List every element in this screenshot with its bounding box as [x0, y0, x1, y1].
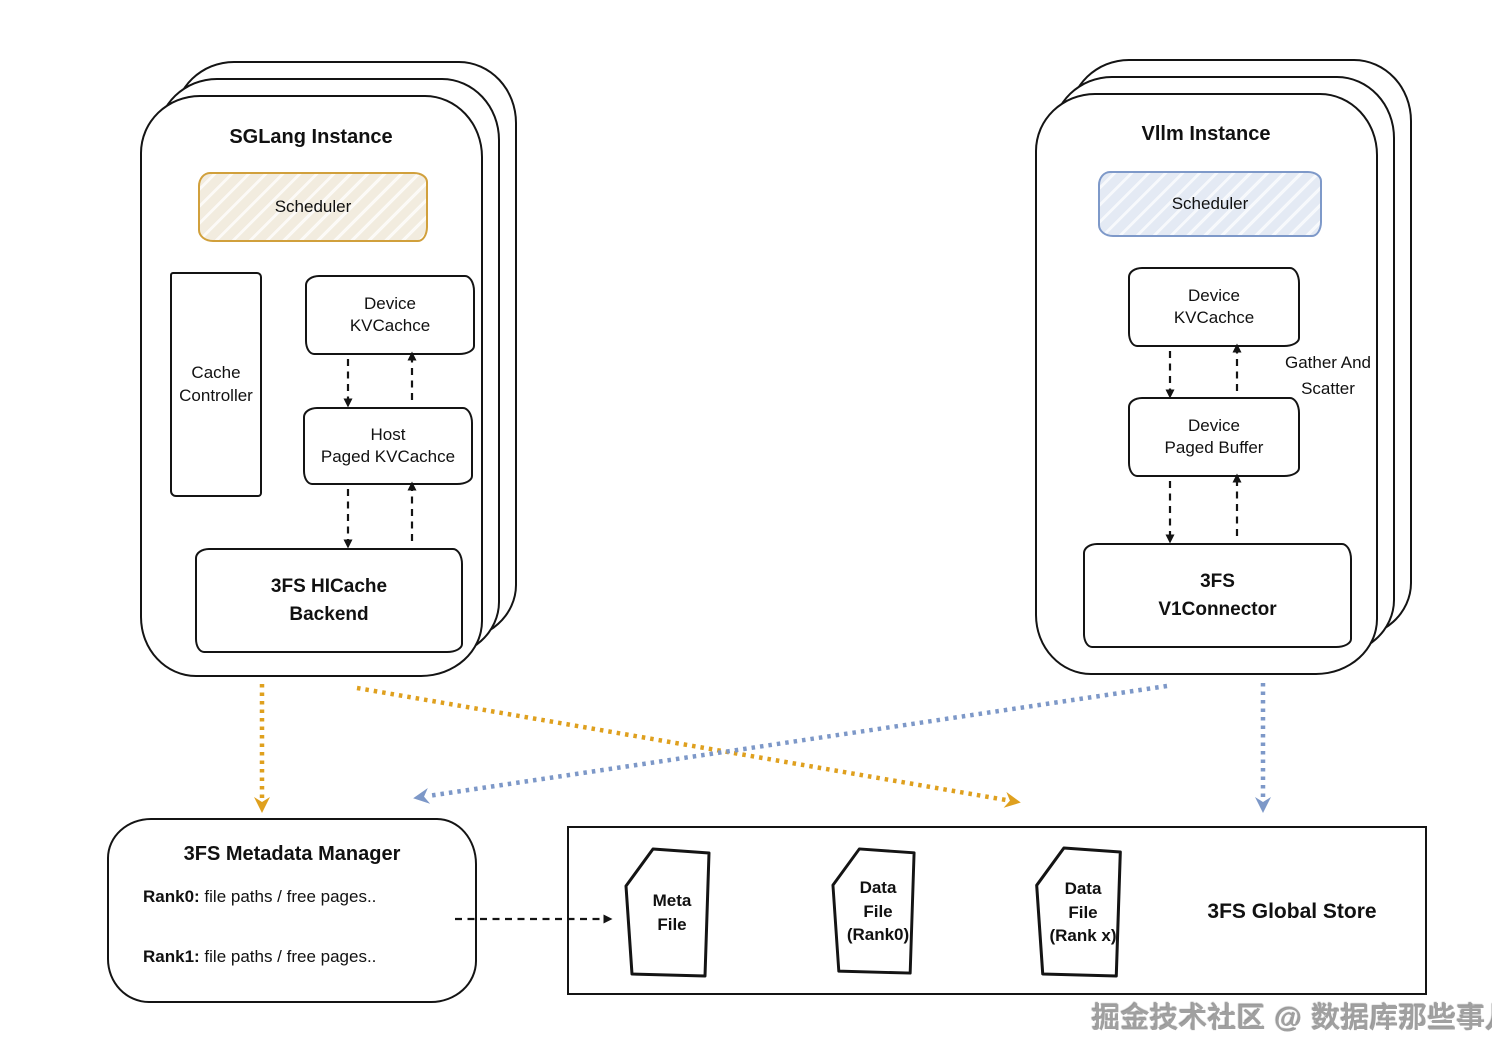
meta-file-line1: Meta — [652, 891, 692, 911]
metadata-manager-box — [107, 818, 477, 1003]
sglang-device-kvcache-box: Device KVCachce — [305, 275, 475, 355]
data-file-rank0-icon: Data File (Rank0) — [830, 846, 918, 977]
orange-arrow-sglang-to-global-store — [356, 685, 1021, 808]
data-file-rankx-line3: (Rank x) — [1049, 926, 1117, 946]
global-store-title: 3FS Global Store — [1207, 900, 1377, 923]
sglang-device-kvcache-line2: KVCachce — [349, 316, 431, 335]
vllm-device-paged-buffer-box: Device Paged Buffer — [1128, 397, 1300, 477]
sglang-host-paged-line1: Host — [370, 424, 406, 444]
backend-label-line1: 3FS HICache — [270, 575, 388, 597]
data-file-rank0-line3: (Rank0) — [846, 925, 910, 945]
sglang-title: SGLang Instance — [229, 126, 393, 148]
sglang-3fs-hicache-backend-box: 3FS HICache Backend — [195, 548, 463, 653]
sglang-scheduler-box: Scheduler — [198, 172, 428, 242]
sglang-host-paged-line2: Paged KVCachce — [320, 447, 456, 466]
vllm-scheduler-box: Scheduler — [1098, 171, 1322, 237]
connector-label-line2: V1Connector — [1158, 598, 1277, 620]
backend-label-line2: Backend — [289, 603, 369, 625]
vllm-paged-buffer-line1: Device — [1188, 415, 1240, 435]
rank1-text: file paths / free pages.. — [199, 947, 377, 966]
rank0-label: Rank0: — [143, 887, 200, 906]
cache-controller-label-line2: Controller — [179, 385, 253, 405]
meta-file-label: Meta File — [623, 846, 713, 980]
data-file-rank0-line1: Data — [859, 877, 897, 897]
gather-scatter-line1: Gather And — [1284, 353, 1371, 372]
vllm-device-kvcache-line1: Device — [1188, 285, 1240, 305]
watermark-text: 掘金技术社区 @ 数据库那些事儿 — [1092, 1002, 1492, 1033]
connector-label-line1: 3FS — [1200, 570, 1235, 592]
sglang-host-paged-kvcache-box: Host Paged KVCachce — [303, 407, 473, 485]
document-shape — [831, 847, 916, 975]
sglang-scheduler-label: Scheduler — [274, 197, 352, 216]
data-file-rankx-line1: Data — [1064, 878, 1102, 898]
metadata-rank1-line: Rank1: file paths / free pages.. — [143, 947, 376, 967]
blue-arrow-vllm-to-metadata-manager — [413, 683, 1168, 804]
sglang-device-kvcache-line1: Device — [364, 293, 416, 313]
rank1-label: Rank1: — [143, 947, 200, 966]
document-shape — [1035, 846, 1122, 978]
cache-controller-label-line1: Cache — [191, 362, 241, 382]
vllm-paged-buffer-line2: Paged Buffer — [1164, 438, 1264, 457]
meta-file-icon: Meta File — [623, 846, 713, 980]
sglang-cache-controller-box: Cache Controller — [170, 272, 262, 497]
vllm-3fs-v1connector-box: 3FS V1Connector — [1083, 543, 1352, 648]
metadata-rank0-line: Rank0: file paths / free pages.. — [143, 887, 376, 907]
data-file-rankx-icon: Data File (Rank x) — [1033, 845, 1125, 980]
vllm-device-kvcache-line2: KVCachce — [1173, 308, 1255, 327]
data-file-rankx-label: Data File (Rank x) — [1033, 845, 1125, 980]
gather-scatter-line2: Scatter — [1301, 378, 1355, 398]
vllm-scheduler-label: Scheduler — [1171, 194, 1249, 213]
data-file-rank0-line2: File — [863, 901, 893, 921]
document-shape — [624, 847, 711, 978]
rank0-text: file paths / free pages.. — [199, 887, 377, 906]
vllm-title: Vllm Instance — [1141, 123, 1271, 145]
gather-and-scatter-label: Gather And Scatter — [1272, 350, 1384, 401]
data-file-rankx-line2: File — [1068, 902, 1098, 922]
meta-file-line2: File — [657, 915, 687, 934]
vllm-device-kvcache-box: Device KVCachce — [1128, 267, 1300, 347]
data-file-rank0-label: Data File (Rank0) — [830, 846, 918, 977]
metadata-manager-title: 3FS Metadata Manager — [183, 843, 401, 865]
